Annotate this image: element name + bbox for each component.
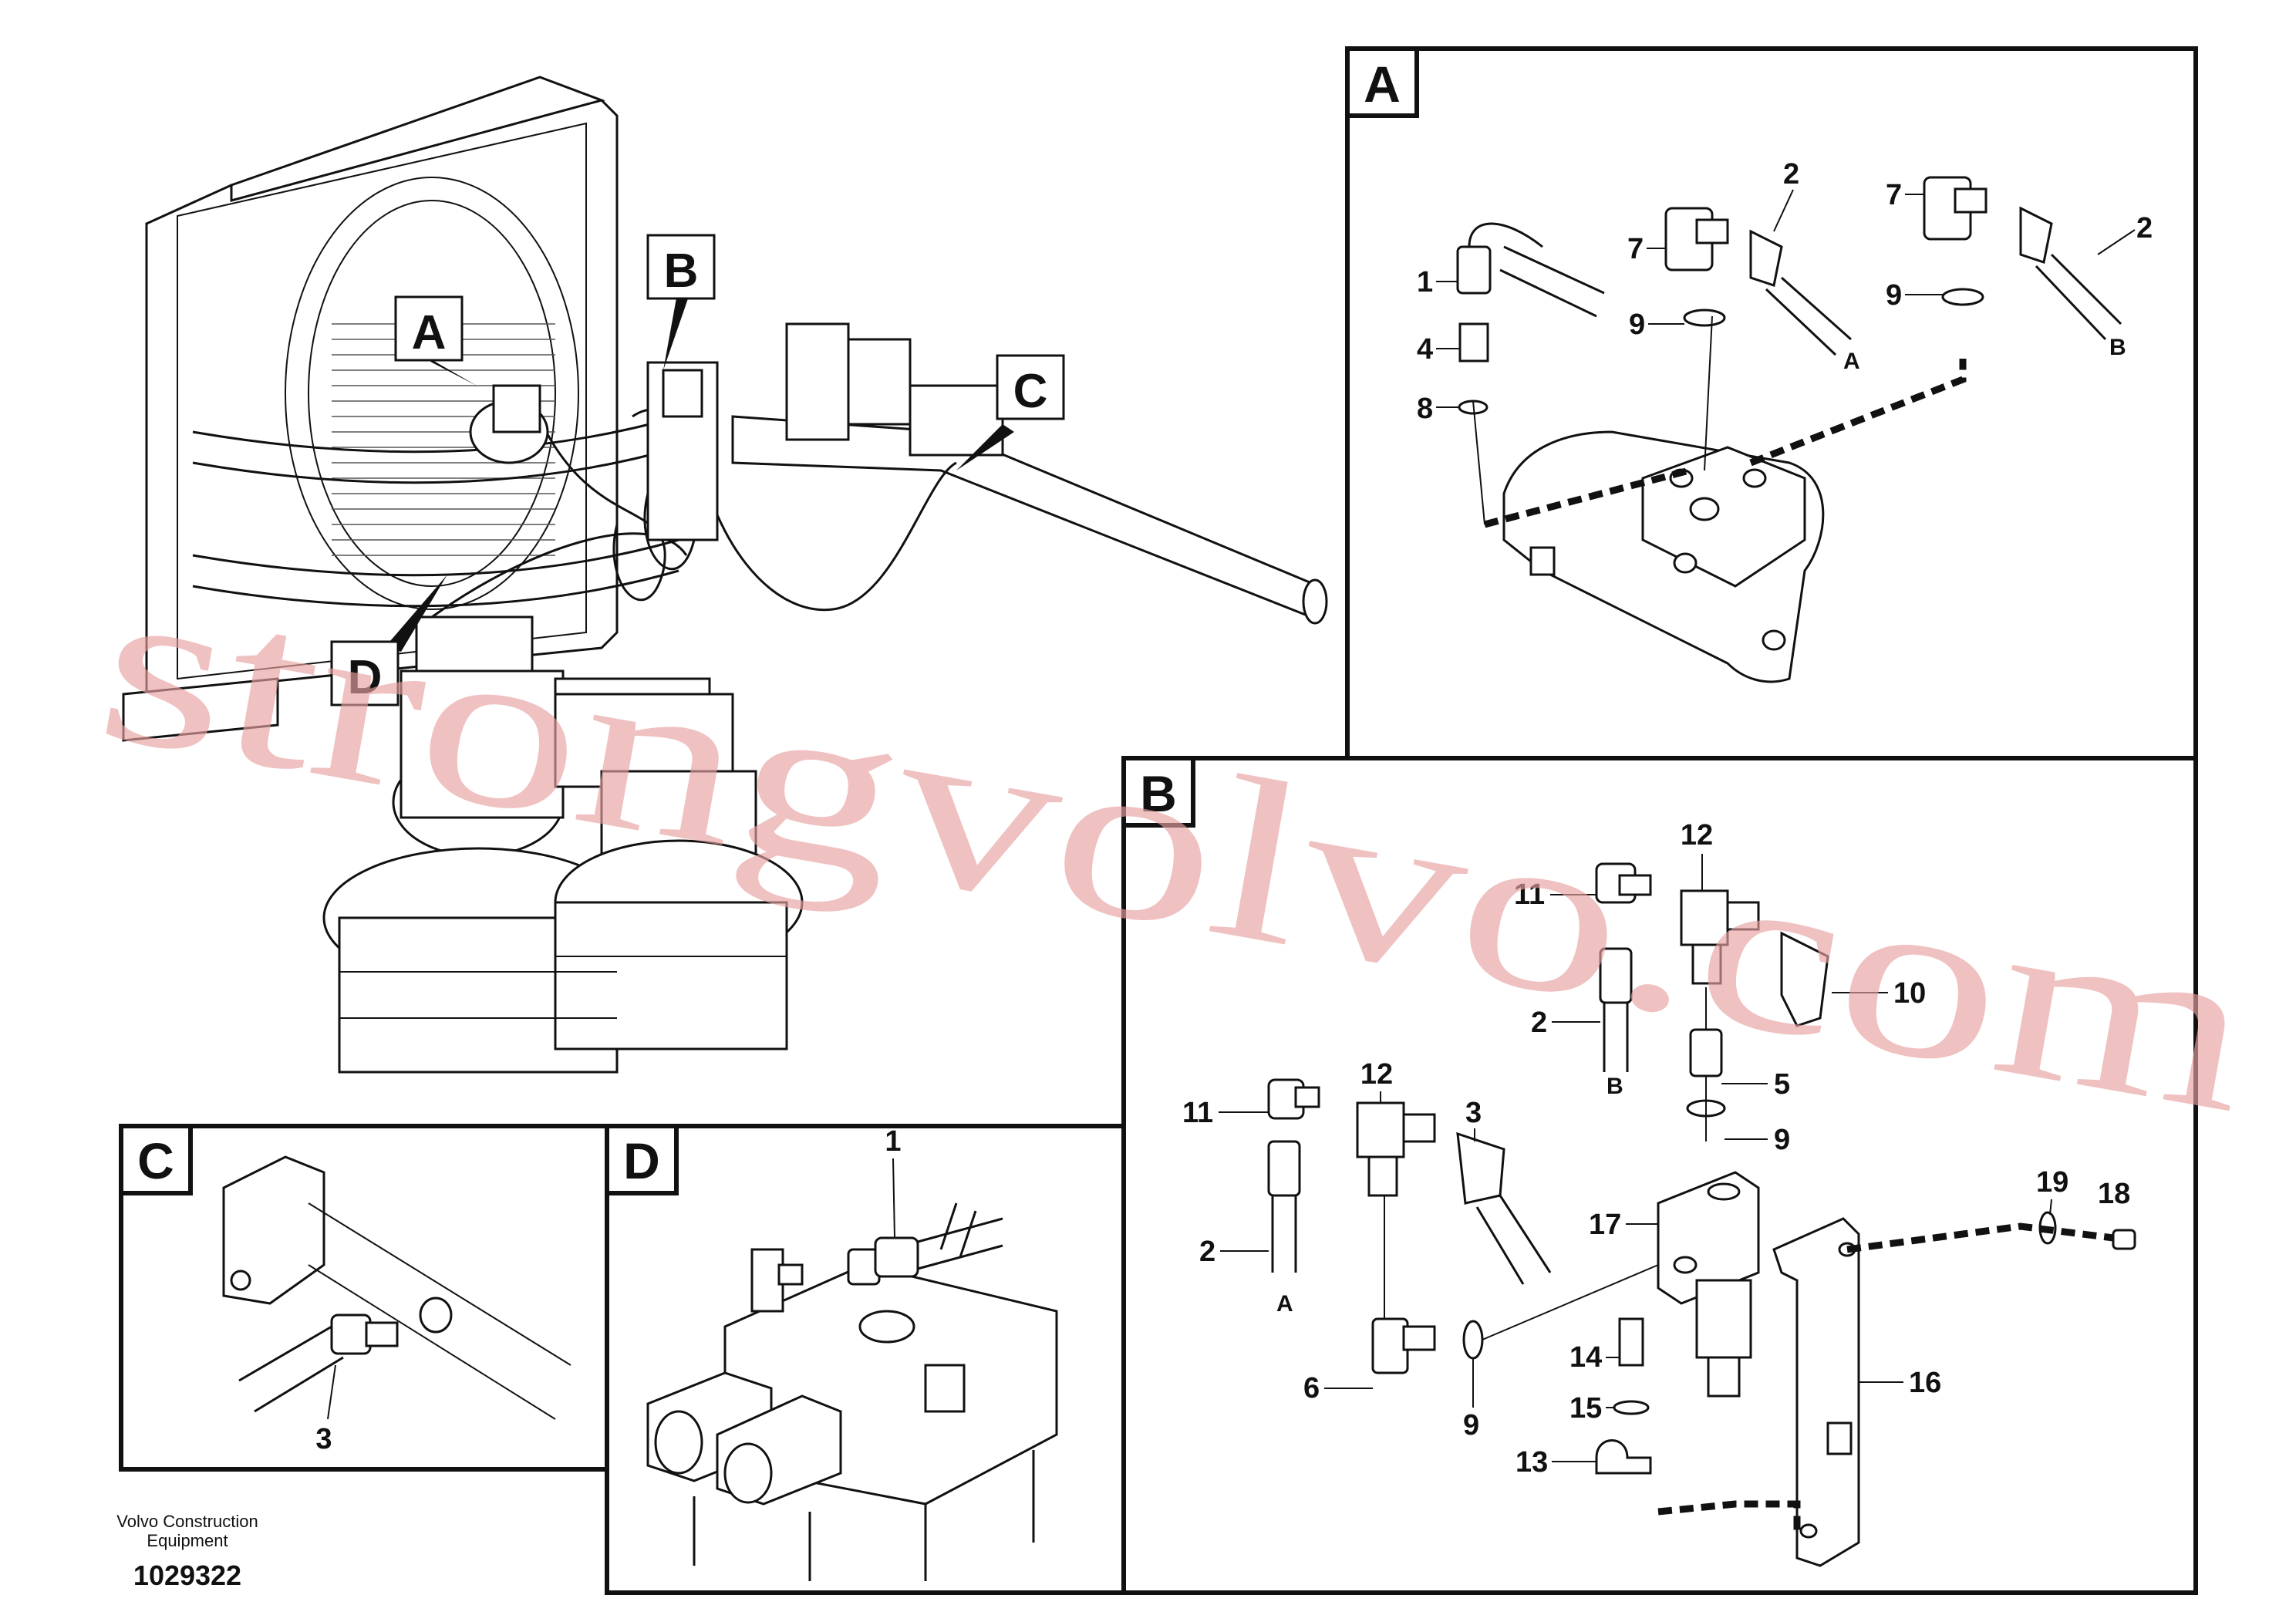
svg-text:A: A (412, 306, 447, 359)
part-label-b-labels-8: 3 (1465, 1097, 1482, 1129)
overview-callout-b: B (646, 234, 716, 370)
part-label-a-labels-6: 7 (1886, 179, 1902, 211)
panel-d-tag: D (623, 1132, 660, 1189)
part-label-b-labels-2: 10 (1893, 977, 1926, 1010)
part-label-b-labels-18: 13 (1515, 1446, 1548, 1479)
part-label-a-labels-5: 2 (1783, 158, 1799, 191)
svg-text:C: C (1013, 365, 1048, 418)
part-label-a-labels-1: 4 (1417, 333, 1433, 366)
part-label-d-labels-0: 1 (885, 1125, 901, 1158)
part-label-a-hose_ends-1: B (2109, 335, 2126, 360)
part-label-a-labels-2: 8 (1417, 393, 1433, 425)
svg-text:B: B (664, 244, 699, 298)
panel-b-tag: B (1140, 765, 1177, 822)
overview-callout-c: C (956, 354, 1065, 470)
svg-text:D: D (348, 651, 383, 704)
title-block: Volvo Construction Equipment 1029322 (116, 1512, 258, 1591)
part-label-b-labels-0: 12 (1681, 819, 1713, 851)
part-label-b-labels-14: 15 (1569, 1392, 1602, 1425)
part-label-a-labels-4: 9 (1629, 309, 1645, 341)
company-name: Volvo Construction (116, 1512, 258, 1531)
part-label-b-labels-10: 19 (2036, 1166, 2068, 1199)
part-label-b-labels-15: 16 (1909, 1367, 1941, 1399)
panel-a-tag: A (1364, 56, 1401, 113)
detail-panel-b: B (1121, 756, 2198, 1595)
part-label-a-hose_ends-0: A (1843, 349, 1860, 374)
part-label-b-labels-6: 12 (1360, 1058, 1393, 1091)
part-label-b-labels-1: 11 (1514, 878, 1545, 911)
overview-callout-a: A (394, 295, 477, 386)
part-label-b-labels-5: 9 (1774, 1124, 1790, 1156)
part-label-b-hose_ends-0: B (1607, 1074, 1623, 1099)
part-label-a-labels-7: 9 (1886, 279, 1902, 312)
part-label-b-labels-9: 17 (1589, 1209, 1621, 1241)
part-label-b-labels-16: 6 (1303, 1372, 1320, 1404)
part-label-b-labels-7: 11 (1182, 1097, 1213, 1129)
overview-callout-d: D (330, 575, 447, 706)
part-label-b-labels-13: 14 (1569, 1341, 1602, 1374)
detail-panel-a: A (1345, 46, 2198, 760)
overview-drawing (122, 76, 1328, 1074)
part-label-c-labels-0: 3 (315, 1423, 332, 1455)
panel-c-tag: C (137, 1132, 174, 1189)
part-label-b-labels-17: 9 (1463, 1409, 1479, 1442)
company-name-line2: Equipment (147, 1531, 228, 1550)
part-label-a-labels-3: 7 (1627, 233, 1644, 265)
part-label-b-labels-4: 5 (1774, 1068, 1790, 1101)
part-label-a-labels-8: 2 (2136, 212, 2153, 244)
drawing-number: 1029322 (133, 1560, 241, 1591)
detail-panel-c: C 3 (119, 1124, 609, 1472)
part-label-b-labels-12: 2 (1199, 1236, 1215, 1268)
part-label-a-labels-0: 1 (1417, 266, 1433, 298)
part-label-b-labels-11: 18 (2098, 1178, 2130, 1210)
part-label-b-hose_ends-1: A (1276, 1291, 1293, 1317)
detail-panel-d: D 1 (605, 1124, 1126, 1595)
part-label-b-labels-3: 2 (1531, 1007, 1547, 1039)
